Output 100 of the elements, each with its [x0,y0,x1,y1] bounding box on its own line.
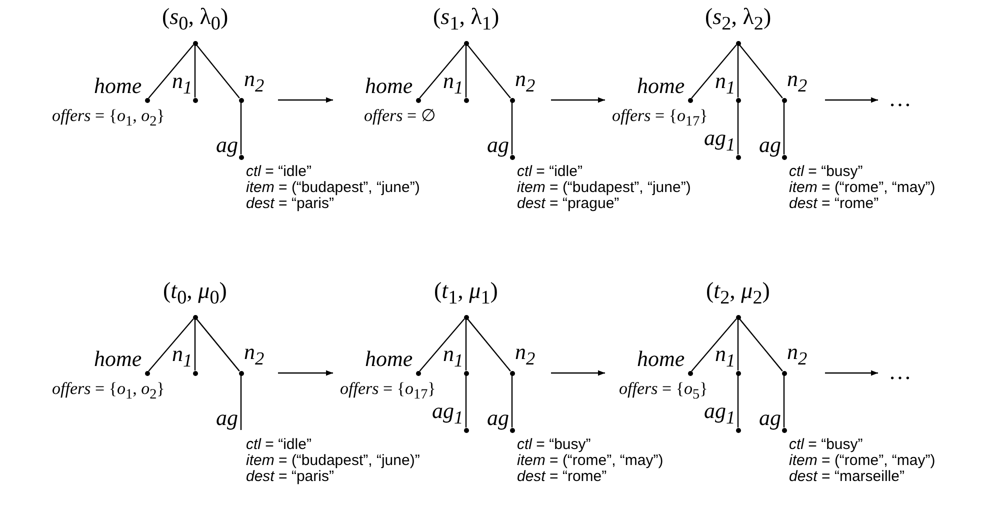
transition-arrow [551,370,605,376]
tree-node-dot [464,370,468,376]
tree-node-dot [736,428,740,432]
edge-label: n$_{1}$ [172,343,192,372]
edge-label: n$_{2}$ [244,68,264,96]
state-heading: (t$_{0}$, μ$_{0}$) [163,277,227,311]
tree-branch [194,320,196,370]
edge-label: home [94,75,142,96]
tree-node-dot [192,40,198,46]
tree-node-dot [238,154,244,160]
edge-label: n$_{1}$ [172,70,192,98]
edge-label: n$_{2}$ [787,68,808,96]
node-annotation: dest = “rome” [517,469,607,485]
tree-branch [739,318,783,372]
node-annotation: offers = {o$_{17}$} [340,381,436,402]
node-annotation: item = (“rome”, “may”) [789,180,936,196]
tree-branch [465,376,467,428]
edge-label: n$_{2}$ [515,68,536,96]
node-annotation: dest = “marseille” [789,469,904,485]
node-annotation: item = (“rome”, “may”) [517,453,664,469]
node-annotation: ctl = “busy” [789,437,863,453]
tree-branch [465,46,467,98]
tree-node-dot [736,370,740,376]
transition-arrow [825,370,878,376]
edge-label: ag [759,134,781,155]
edge-label: ag [487,407,509,428]
transition-arrow [278,370,333,376]
node-annotation: offers = ∅ [364,108,436,124]
transition-arrow [551,97,605,103]
tree-node-dot [736,98,740,102]
tree-branch [196,44,240,98]
edge-label: ag$_{1}$ [432,400,464,428]
edge-label: ag$_{1}$ [704,400,736,428]
node-annotation: item = (“budapest”, “june”) [517,180,691,196]
node-annotation: offers = {o$_{17}$} [612,108,708,130]
edge-label: n$_{2}$ [244,341,264,370]
tree-branch [691,44,737,98]
tree-node-dot [688,98,692,102]
tree-branch [419,44,465,98]
tree-node-dot [510,428,514,432]
tree-branch [240,376,242,430]
tree-node-dot [510,154,514,160]
tree-branch [739,44,783,98]
tree-branch [240,102,242,154]
tree-node-dot [736,40,740,46]
tree-branch [783,376,785,428]
node-annotation: ctl = “idle” [517,164,582,180]
node-annotation: dest = “rome” [789,196,879,212]
edge-label: ag [487,134,509,155]
tree-branch [196,318,240,372]
tree-node-dot [736,154,740,160]
state-heading: (t$_{1}$, μ$_{1}$) [434,277,498,311]
tree-node-dot [464,98,468,102]
tree-node-dot [782,370,786,376]
edge-label: n$_{1}$ [715,343,736,372]
edge-label: home [637,348,685,369]
tree-node-dot [144,98,150,102]
state-heading: (s$_{0}$, λ$_{0}$) [162,3,228,37]
continuation-ellipsis: … [880,360,920,384]
edge-label: n$_{1}$ [715,70,736,98]
transition-arrow [825,97,878,103]
tree-node-dot [510,98,514,102]
tree-node-dot [510,370,514,376]
node-annotation: offers = {o$_{1}$, o$_{2}$} [52,381,165,402]
edge-label: n$_{2}$ [515,341,536,370]
tree-node-dot [416,98,420,102]
tree-node-dot [192,370,198,376]
tree-branch [737,376,739,428]
tree-branch [465,320,467,370]
tree-node-dot [144,370,150,376]
tree-branch [194,46,196,98]
node-annotation: ctl = “idle” [246,437,312,453]
edge-label: n$_{1}$ [443,343,464,372]
state-heading: (t$_{2}$, μ$_{2}$) [706,277,770,311]
tree-node-dot [238,370,244,376]
tree-node-dot [238,98,244,102]
edge-label: home [94,348,142,369]
edge-label: n$_{2}$ [787,341,808,370]
node-annotation: offers = {o$_{1}$, o$_{2}$} [52,108,165,130]
node-annotation: item = (“rome”, “may”) [789,453,936,469]
node-annotation: ctl = “busy” [517,437,591,453]
tree-node-dot [782,428,786,432]
node-annotation: item = (“budapest”, “june”) [246,180,420,196]
node-annotation: dest = “prague” [517,196,620,212]
tree-branch [148,318,194,372]
node-annotation: dest = “paris” [246,469,334,485]
tree-node-dot [192,314,198,320]
tree-branch [511,376,513,428]
tree-branch [467,318,511,372]
tree-node-dot [416,370,420,376]
edge-label: ag [759,407,781,428]
edge-label: home [637,75,685,96]
tree-branch [148,44,194,98]
node-annotation: offers = {o$_{5}$} [619,381,708,402]
edge-label: home [365,75,413,96]
node-annotation: dest = “paris” [246,196,334,212]
edge-label: ag [216,407,238,428]
tree-node-dot [464,40,468,46]
edge-label: ag$_{1}$ [704,127,736,156]
tree-branch [691,318,737,372]
